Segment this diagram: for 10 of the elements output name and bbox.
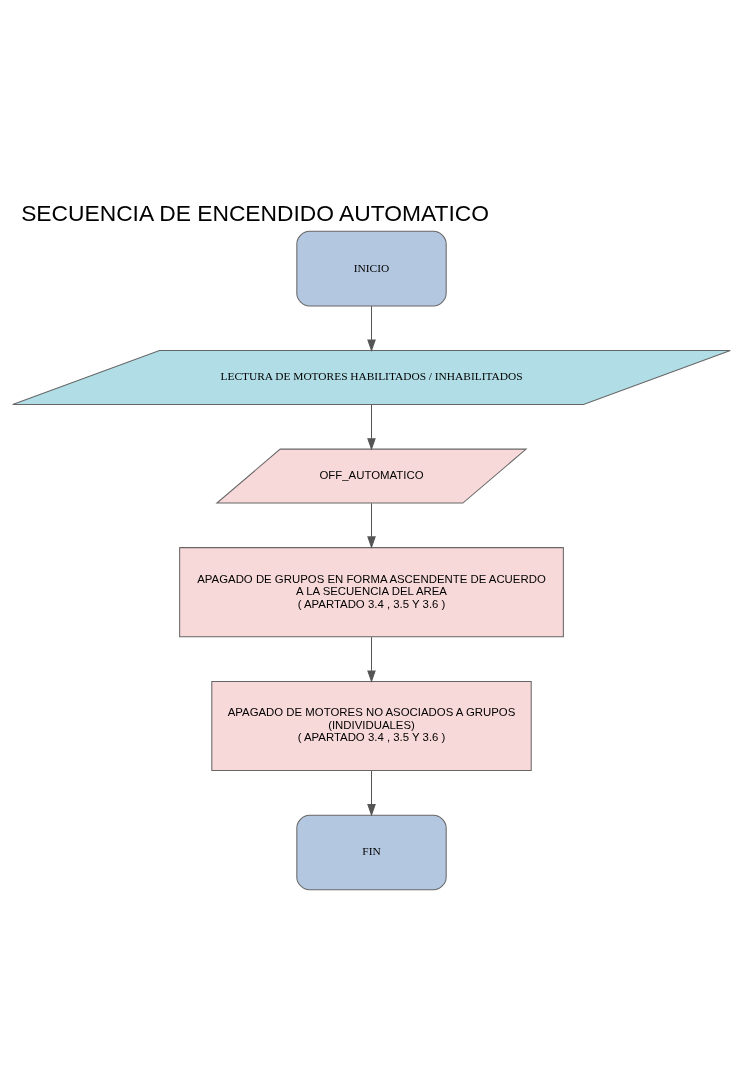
diagram-title: SECUENCIA DE ENCENDIDO AUTOMATICO xyxy=(21,199,489,226)
arrow xyxy=(367,305,376,352)
node-box: APAGADO DE MOTORES NO ASOCIADOS A GRUPOS (INDIVIDUALES) ( APARTADO 3.4 , 3.5 Y 3.6 ) xyxy=(211,680,532,771)
node-box: APAGADO DE GRUPOS EN FORMA ASCENDENTE DE ACUERDO A LA SECUENCIA DEL AREA ( APARTADO 3.4 , 3.5 Y 3.6 ) xyxy=(179,546,564,637)
arrow xyxy=(367,403,376,451)
node-box: INICIO xyxy=(296,230,447,306)
arrow xyxy=(367,502,376,549)
arrow xyxy=(367,769,376,817)
arrow xyxy=(367,636,376,683)
node-box: FIN xyxy=(296,814,447,890)
